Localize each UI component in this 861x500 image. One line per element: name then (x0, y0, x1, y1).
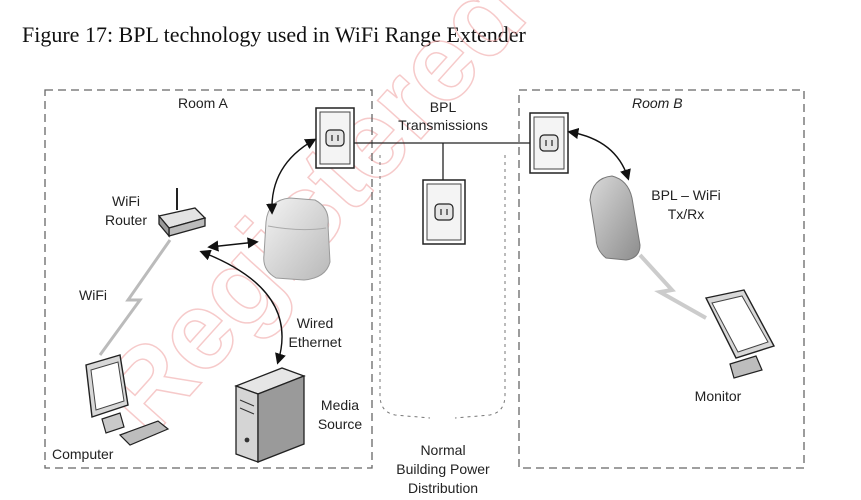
building-power-bracket (379, 155, 506, 419)
wireless-bolt-icon (638, 253, 707, 320)
bpl-label: BPL (430, 99, 457, 115)
wired-ethernet-label: Wired (297, 315, 334, 331)
wired-ethernet-label-2: Ethernet (289, 334, 342, 350)
room-a-border (44, 89, 373, 469)
wall-outlet-icon (315, 107, 355, 169)
router-adapter-arrow (207, 237, 259, 252)
room-b-border (518, 89, 805, 469)
figure-caption: Figure 17: BPL technology used in WiFi R… (22, 22, 526, 47)
computer-icon (85, 354, 170, 446)
bpl-wifi-label-2: Tx/Rx (668, 206, 705, 222)
monitor-icon (704, 289, 776, 379)
building-power-label-2: Building Power (396, 461, 490, 477)
media-source-label: Media (321, 397, 359, 413)
wall-outlet-icon (529, 112, 569, 174)
bpl-adapter-icon (589, 175, 641, 261)
outlet-adapter-arrow (266, 138, 317, 215)
room-b-label: Room B (632, 95, 683, 111)
wall-outlet-icon (422, 179, 466, 245)
media-server-icon (234, 367, 306, 463)
wifi-router-label: WiFi (112, 193, 140, 209)
building-power-label: Normal (420, 442, 465, 458)
wireless-bolt-icon (98, 239, 172, 356)
wired-ethernet-arrow (199, 249, 286, 365)
bpl-wifi-label: BPL – WiFi (651, 187, 721, 203)
building-power-label-3: Distribution (408, 480, 478, 496)
computer-label: Computer (52, 446, 114, 462)
wifi-label: WiFi (79, 287, 107, 303)
media-source-label-2: Source (318, 416, 363, 432)
monitor-label: Monitor (695, 388, 742, 404)
room-a-label: Room A (178, 95, 228, 111)
wifi-router-icon (157, 188, 207, 238)
wifi-router-label-2: Router (105, 212, 147, 228)
bpl-adapter-icon (263, 197, 331, 281)
bpl-label-2: Transmissions (398, 117, 488, 133)
outlet-adapter-arrow-b (567, 127, 631, 181)
